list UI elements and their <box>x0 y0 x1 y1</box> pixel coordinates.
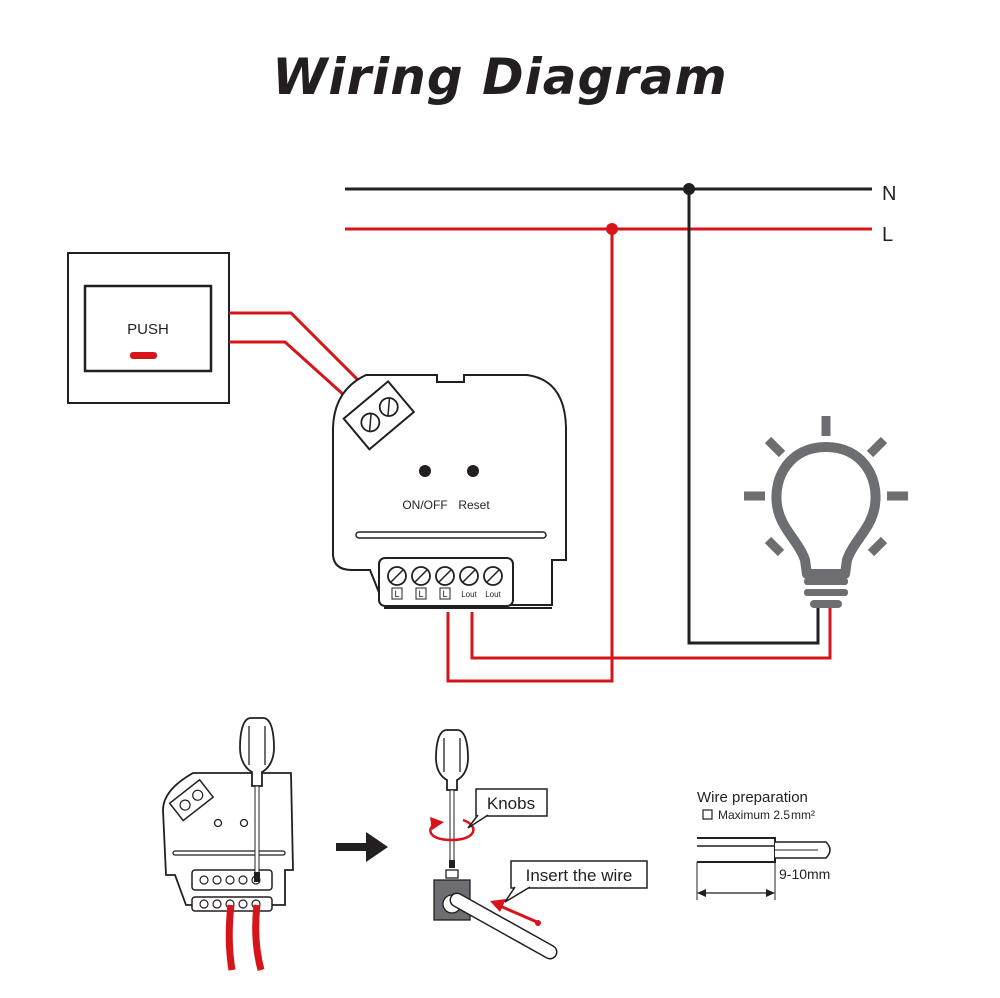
live-line-label: L <box>882 224 893 246</box>
mini-terminal-screw <box>238 875 248 885</box>
terminal-label: Lout <box>485 590 501 599</box>
wire-insert-illustration: Knobs Insert the wire <box>429 729 648 960</box>
wire-prep-max: Maximum 2.5mm² <box>718 808 815 822</box>
vent-slot <box>355 531 547 539</box>
neutral-wire <box>687 189 820 645</box>
mini-terminal-screw <box>199 899 209 909</box>
rotate-arrow <box>429 818 475 842</box>
switch-wires <box>229 311 372 407</box>
installed-module-illustration <box>162 717 294 971</box>
mini-terminal-screw <box>238 899 248 909</box>
knobs-callout <box>475 788 548 817</box>
wire-prep-title: Wire preparation <box>697 789 808 806</box>
onoff-label: ON/OFF <box>402 498 447 512</box>
screwdriver-illustration-2 <box>435 729 469 868</box>
terminal-label: L <box>394 589 399 599</box>
live-junction-dot <box>606 223 618 235</box>
mini-terminal-screw <box>225 875 235 885</box>
screwdriver-illustration-1 <box>239 717 275 882</box>
reset-label: Reset <box>458 498 490 512</box>
terminal-label: L <box>442 589 447 599</box>
push-label: PUSH <box>127 321 169 338</box>
push-switch: PUSH <box>67 252 230 404</box>
mini-terminal-screw <box>212 875 222 885</box>
switch-indicator-led <box>130 352 157 359</box>
reset-button <box>467 465 479 477</box>
insert-callout <box>510 860 648 889</box>
load-wire <box>470 608 832 660</box>
neutral-line-label: N <box>882 183 896 205</box>
strip-length-label: 9-10mm <box>779 866 830 882</box>
wire-preparation: Wire preparation Maximum 2.5mm² 9-10mm <box>696 789 831 900</box>
insert-arrow <box>499 904 538 924</box>
bulb-rays <box>744 416 908 557</box>
step-arrow <box>336 832 388 862</box>
insert-label: Insert the wire <box>526 866 633 885</box>
smart-module: ON/OFF Reset L L L Lout Lout <box>332 374 567 609</box>
live-feed-wire <box>446 229 614 683</box>
knobs-label: Knobs <box>487 794 535 813</box>
terminal-label: L <box>418 589 423 599</box>
mini-terminal-screw <box>212 899 222 909</box>
light-bulb <box>744 416 908 608</box>
diagram-title: Wiring Diagram <box>272 48 728 106</box>
onoff-button <box>419 465 431 477</box>
neutral-junction-dot <box>683 183 695 195</box>
terminal-label: Lout <box>461 590 477 599</box>
checkbox-icon <box>702 809 713 820</box>
mini-terminal-screw <box>199 875 209 885</box>
output-terminal-block: L L L Lout Lout <box>378 557 514 607</box>
switch-terminal-block <box>342 379 416 451</box>
